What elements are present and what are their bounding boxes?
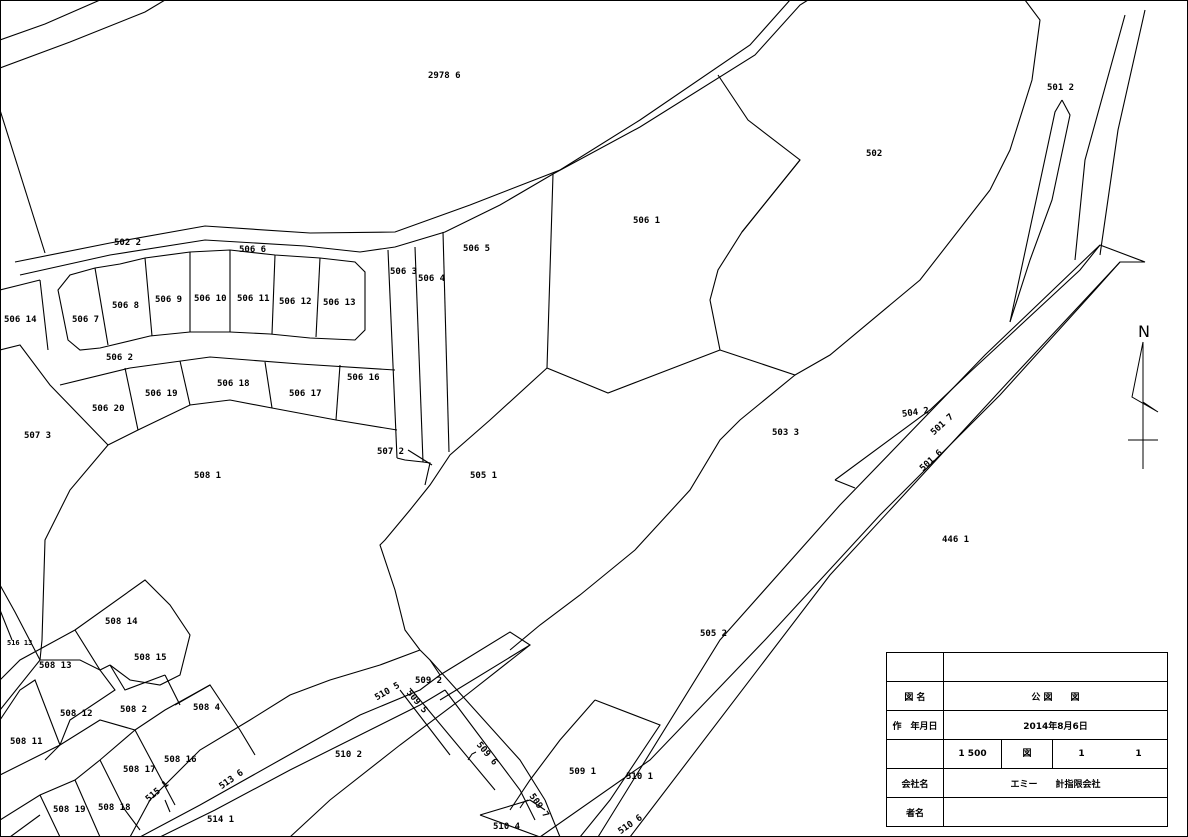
parcel-label: 506 6 (239, 245, 267, 255)
parcel-label: 2978 6 (428, 71, 461, 81)
parcel-label: 506 2 (106, 353, 134, 363)
parcel-label: 508 12 (60, 709, 93, 719)
parcel-label: 508 16 (164, 755, 197, 765)
company-key: 会社名 (886, 768, 944, 798)
parcel-label: 506 10 (194, 294, 227, 304)
parcel-label: 506 5 (463, 244, 491, 254)
scale-mid: 図 (1001, 740, 1053, 768)
parcel-label: 506 8 (112, 301, 140, 311)
parcel-label: 509 1 (569, 767, 597, 777)
parcel-label: 506 3 (390, 267, 418, 277)
parcel-label: 508 18 (98, 803, 131, 813)
sheet-a: 1 (1078, 749, 1085, 759)
scale-value: 1 500 (958, 749, 987, 759)
parcel-label: 503 3 (772, 428, 800, 438)
parcel-label: 507 3 (24, 431, 52, 441)
parcel-label: 506 13 (323, 298, 356, 308)
parcel-label: 502 2 (114, 238, 142, 248)
parcel-label: 507 2 (377, 447, 405, 457)
parcel-label: 501 2 (1047, 83, 1075, 93)
north-arrow-icon (1128, 341, 1159, 469)
parcel-label: 514 1 (207, 815, 235, 825)
sheet-b: 1 (1135, 749, 1142, 759)
parcel-label: 506 20 (92, 404, 125, 414)
parcel-label: 502 (866, 149, 883, 159)
parcel-label: 516 13 (7, 639, 33, 647)
date-value: 2014年8月6日 (943, 710, 1168, 740)
parcel-label: 510 2 (335, 750, 363, 760)
map-name-value: 公 図 図 (943, 681, 1168, 711)
title-block: 図 名 公 図 図 作 年月日 2014年8月6日 1 500 図 1 1 会社… (886, 652, 1168, 827)
parcel-label: 508 13 (39, 661, 72, 671)
parcel-label: 506 16 (347, 373, 380, 383)
parcel-label: 509 2 (415, 676, 443, 686)
north-label: N (1138, 322, 1150, 341)
parcel-label: 510 1 (626, 772, 654, 782)
parcel-label: 506 9 (155, 295, 183, 305)
parcel-label: 506 11 (237, 294, 270, 304)
parcel-label: 446 1 (942, 535, 970, 545)
parcel-label: 505 1 (470, 471, 498, 481)
parcel-label: 508 2 (120, 705, 148, 715)
parcel-label: 506 18 (217, 379, 250, 389)
parcel-label: 506 17 (289, 389, 322, 399)
parcel-label: 510 4 (493, 822, 521, 832)
parcel-label: 506 1 (633, 216, 661, 226)
parcel-label: 508 15 (134, 653, 167, 663)
company-value: エミー 計指限会社 (943, 768, 1168, 798)
parcel-label: 508 14 (105, 617, 138, 627)
parcel-label: 506 12 (279, 297, 312, 307)
parcel-label: 508 17 (123, 765, 156, 775)
parcel-label: 506 14 (4, 315, 37, 325)
scale-row: 1 500 図 1 1 (943, 739, 1168, 769)
parcel-label: 506 19 (145, 389, 178, 399)
parcel-label: 508 19 (53, 805, 86, 815)
parcel-label: 508 11 (10, 737, 43, 747)
parcel-label: 508 4 (193, 703, 221, 713)
parcel-label: 508 1 (194, 471, 222, 481)
parcel-label: 506 4 (418, 274, 446, 284)
parcel-label: 505 2 (700, 629, 728, 639)
parcel-label: 506 7 (72, 315, 100, 325)
date-key: 作 年月日 (886, 710, 944, 740)
map-name-key: 図 名 (886, 681, 944, 711)
person-key: 者名 (886, 797, 944, 827)
